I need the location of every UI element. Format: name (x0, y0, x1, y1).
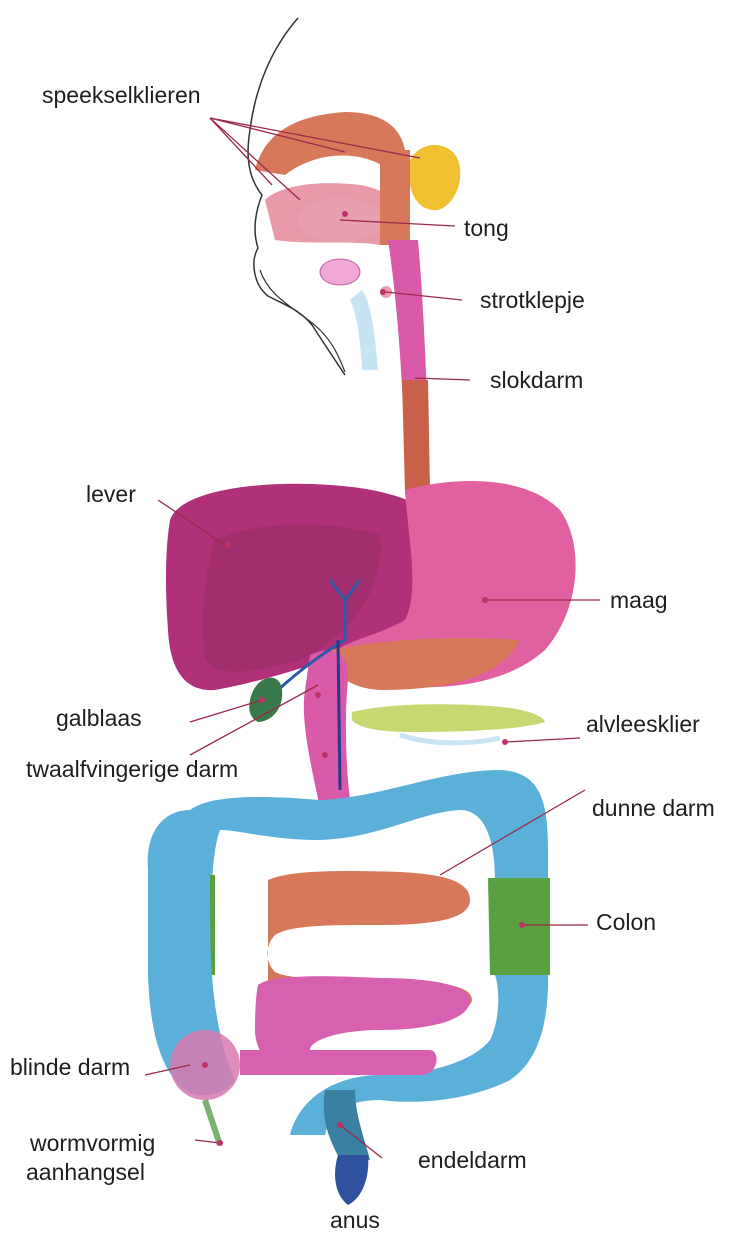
anal-canal (335, 1155, 368, 1205)
label-lever: lever (86, 482, 136, 507)
label-slokdarm: slokdarm (490, 368, 583, 393)
label-colon: Colon (596, 910, 656, 935)
stomach-lower (330, 638, 520, 690)
pancreas-edge (400, 735, 500, 743)
salivary-gland-parotid (410, 145, 460, 210)
label-dunne-darm: dunne darm (592, 796, 715, 821)
colon-left-bulge (148, 810, 212, 975)
line-alvlees (505, 738, 580, 742)
gallbladder (249, 678, 282, 722)
label-maag: maag (610, 588, 668, 613)
esophagus-lower (402, 380, 430, 492)
label-aanhangsel: aanhangsel (26, 1160, 145, 1185)
label-wormvormig: wormvormig (30, 1131, 155, 1156)
label-speekselklieren: speekselklieren (42, 83, 201, 108)
appendix (205, 1100, 220, 1145)
duodenum (304, 650, 350, 808)
label-tong: tong (464, 216, 509, 241)
small-intestine-to-caecum (240, 1050, 310, 1075)
salivary-gland-sub (320, 259, 360, 285)
colon-green-right (488, 878, 550, 975)
label-anus: anus (330, 1208, 380, 1233)
trachea (350, 290, 378, 370)
label-endeldarm: endeldarm (418, 1148, 527, 1173)
label-blinde-darm: blinde darm (10, 1055, 130, 1080)
label-strotklepje: strotklepje (480, 288, 585, 313)
pancreatic-duct (338, 640, 340, 790)
label-galblaas: galblaas (56, 706, 142, 731)
pancreas (352, 704, 545, 732)
label-alvleesklier: alvleesklier (586, 712, 700, 737)
label-twaalfvingerige-darm: twaalfvingerige darm (26, 757, 238, 782)
pharynx (380, 150, 410, 245)
